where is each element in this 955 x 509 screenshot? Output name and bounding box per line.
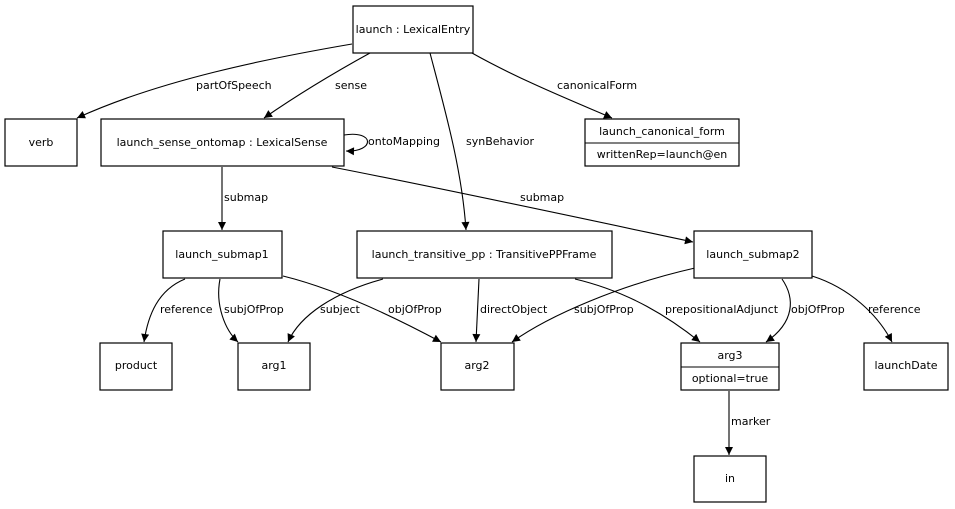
edge-ontomapping	[343, 133, 369, 156]
node-launch: launch : LexicalEntry	[352, 5, 474, 54]
node-label-verb: verb	[29, 136, 54, 149]
node-arg2: arg2	[440, 342, 515, 391]
edge-subject	[287, 278, 384, 343]
node-attr-written-rep: writtenRep=launch@en	[597, 148, 728, 161]
edge-label-reference-2: reference	[868, 303, 921, 316]
edge-label-subjofprop-1: subjOfProp	[224, 303, 284, 316]
nodes: launch : LexicalEntry verb launch_sense_…	[4, 5, 949, 503]
edge-label-subject: subject	[320, 303, 361, 316]
edges: partOfSpeech sense canonicalForm synBeha…	[76, 43, 921, 455]
edge-label-objofprop-1: objOfProp	[388, 303, 442, 316]
node-label-sense: launch_sense_ontomap : LexicalSense	[117, 136, 328, 149]
edge-label-ontomapping: ontoMapping	[368, 135, 440, 148]
edge-label-reference-1: reference	[160, 303, 213, 316]
edge-label-subjofprop-2: subjOfProp	[574, 303, 634, 316]
edge-label-sense: sense	[335, 79, 367, 92]
edge-label-objofprop-2: objOfProp	[791, 303, 845, 316]
edge-synbehavior	[429, 52, 470, 231]
edge-objofprop-1	[282, 275, 442, 343]
node-label-canonical-form: launch_canonical_form	[599, 125, 725, 138]
node-arg3: arg3 optional=true	[680, 342, 780, 391]
edge-sense	[263, 52, 371, 119]
node-label-submap1: launch_submap1	[175, 248, 268, 261]
node-label-transitive-pp: launch_transitive_pp : TransitivePPFrame	[372, 248, 597, 261]
edge-subjofprop-1	[218, 278, 239, 343]
node-sense: launch_sense_ontomap : LexicalSense	[100, 118, 345, 167]
node-label-in: in	[725, 472, 735, 485]
node-transitive-pp: launch_transitive_pp : TransitivePPFrame	[356, 230, 613, 279]
edge-label-canonicalform: canonicalForm	[557, 79, 637, 92]
edge-reference-1	[141, 278, 186, 343]
edge-objofprop-2	[765, 278, 791, 343]
edge-reference-2	[811, 275, 893, 343]
edge-submap-2	[331, 166, 694, 245]
node-arg1: arg1	[237, 342, 311, 391]
node-label-launch: launch : LexicalEntry	[356, 23, 471, 36]
node-verb: verb	[4, 118, 78, 167]
node-launchdate: launchDate	[863, 342, 949, 391]
edge-label-submap-2: submap	[520, 191, 564, 204]
node-submap1: launch_submap1	[162, 230, 283, 279]
edge-subjofprop-2	[511, 267, 696, 343]
edge-canonicalform	[471, 52, 613, 119]
edge-label-synbehavior: synBehavior	[466, 135, 535, 148]
node-label-arg1: arg1	[261, 359, 286, 372]
node-in: in	[693, 455, 767, 503]
node-label-product: product	[115, 359, 158, 372]
node-submap2: launch_submap2	[693, 230, 813, 279]
node-label-launchdate: launchDate	[874, 359, 937, 372]
edge-label-partofspeech: partOfSpeech	[196, 79, 272, 92]
node-label-submap2: launch_submap2	[706, 248, 799, 261]
node-product: product	[99, 342, 173, 391]
node-label-arg2: arg2	[464, 359, 489, 372]
edge-prepositionaladjunct	[574, 278, 701, 343]
edge-partofspeech	[76, 43, 353, 119]
edge-label-marker: marker	[731, 415, 771, 428]
node-label-arg3: arg3	[717, 349, 742, 362]
node-canonical-form: launch_canonical_form writtenRep=launch@…	[584, 118, 740, 167]
edge-label-directobject: directObject	[480, 303, 548, 316]
edge-label-submap-1: submap	[224, 191, 268, 204]
node-attr-optional: optional=true	[692, 372, 769, 385]
edge-directobject	[472, 278, 481, 343]
edge-label-prepositionaladjunct: prepositionalAdjunct	[665, 303, 779, 316]
